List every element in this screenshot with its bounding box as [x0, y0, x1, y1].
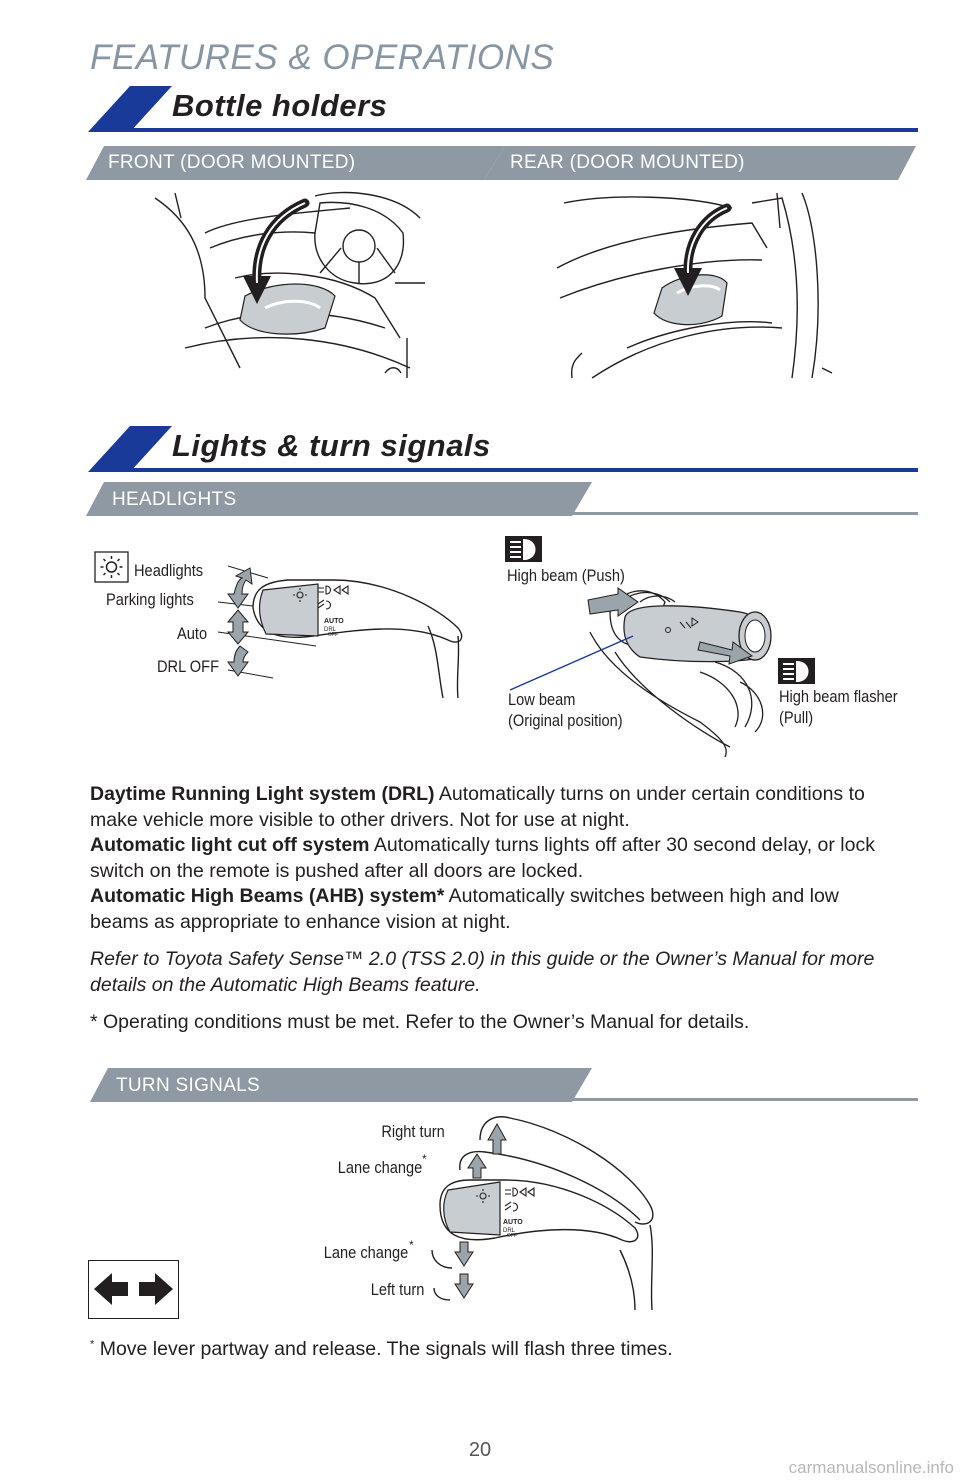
bottle-title-underline	[130, 128, 918, 132]
label-high-beam-push: High beam (Push)	[507, 566, 625, 585]
pull-arrow	[697, 641, 754, 665]
tab-turn-signals: TURN SIGNALS	[116, 1075, 261, 1096]
footnote-text: Move lever partway and release. The sign…	[94, 1338, 673, 1360]
tab-rear-bg	[484, 146, 916, 180]
turn-lever-grip	[443, 1181, 501, 1236]
lane-change-up-arrow	[467, 1153, 487, 1179]
lever-off-mark: OFF	[328, 632, 338, 638]
light-cutoff-text: Automatically turns lights off after 30 …	[90, 834, 875, 882]
label-right-turn: Right turn	[381, 1122, 445, 1141]
tab-front-bg	[86, 146, 505, 180]
light-cutoff-term: Automatic light cut off system	[90, 834, 370, 856]
ahb-term: Automatic High Beams (AHB) system*	[90, 885, 445, 907]
label-left-turn: Left turn	[370, 1280, 424, 1299]
headlight-rotation-arrows	[226, 567, 253, 677]
lights-descriptions: Daytime Running Light system (DRL) Autom…	[90, 782, 890, 1036]
bottle-holders-title: Bottle holders	[172, 88, 388, 123]
front-bottle-holder-illustration	[154, 191, 425, 378]
turn-signal-illustration: AUTO DRL OFF	[431, 1116, 654, 1310]
tss-refer-note: Refer to Toyota Safety Sense™ 2.0 (TSS 2…	[90, 948, 875, 996]
turn-signal-indicator-icon	[88, 1260, 179, 1319]
tab-rear-door-mounted: REAR (DOOR MOUNTED)	[510, 152, 745, 173]
label-low-beam: Low beam	[508, 690, 576, 709]
turn-lever-drl-mark: DRL	[503, 1228, 516, 1234]
page-number: 20	[468, 1439, 492, 1461]
footnote-asterisk: *	[90, 1338, 95, 1351]
page-heading: FEATURES & OPERATIONS	[90, 38, 555, 77]
watermark: carmanualsonline.info	[788, 1458, 954, 1477]
light-cutoff-description: Automatic light cut off system Automatic…	[90, 833, 890, 884]
drl-description: Daytime Running Light system (DRL) Autom…	[90, 782, 890, 833]
tab-turn-bg	[90, 1068, 592, 1102]
turn-signal-arrows	[454, 1122, 507, 1299]
bottle-title-accent	[88, 86, 172, 132]
drl-term: Daytime Running Light system (DRL)	[90, 783, 435, 805]
label-high-beam-flasher: High beam flasher	[779, 687, 898, 706]
lever-grip-gray	[259, 583, 319, 637]
rear-bottle-holder-illustration	[556, 192, 833, 379]
right-arrow-icon	[139, 1273, 173, 1305]
push-arrow	[587, 587, 639, 617]
lights-title-accent	[88, 426, 172, 472]
beam-lever-illustration	[505, 536, 815, 757]
label-parking-lights: Parking lights	[106, 590, 194, 609]
label-drl-off: DRL OFF	[157, 657, 220, 676]
label-lane-change-down: Lane change	[323, 1243, 408, 1262]
headlight-sun-icon	[100, 556, 123, 578]
turn-lever-auto-mark: AUTO	[503, 1219, 523, 1226]
ahb-text: Automatically switches between high and …	[90, 885, 839, 933]
lane-change-up-asterisk: *	[422, 1152, 427, 1166]
right-turn-arrow	[487, 1122, 507, 1155]
tab-turn-line	[572, 1098, 918, 1101]
label-low-beam-position: (Original position)	[508, 711, 623, 730]
label-auto: Auto	[177, 624, 208, 643]
lane-change-down-asterisk: *	[409, 1238, 414, 1252]
tab-front-door-mounted: FRONT (DOOR MOUNTED)	[108, 152, 356, 173]
lever-auto-mark: AUTO	[324, 618, 344, 625]
label-lane-change-up: Lane change	[337, 1158, 422, 1177]
drl-text: Automatically turns on under certain con…	[90, 783, 865, 831]
turn-lever-off-mark: OFF	[507, 1233, 517, 1239]
lane-change-down-arrow	[454, 1241, 474, 1267]
ahb-description: Automatic High Beams (AHB) system* Autom…	[90, 884, 890, 935]
lights-title-underline	[130, 468, 918, 472]
tab-headlights: HEADLIGHTS	[112, 489, 237, 510]
left-arrow-icon	[94, 1273, 128, 1305]
tab-headlights-bg	[86, 482, 592, 516]
label-high-beam-flasher-pull: (Pull)	[779, 708, 814, 727]
left-turn-arrow	[454, 1273, 474, 1299]
tab-headlights-line	[572, 512, 918, 515]
operating-conditions-note: * Operating conditions must be met. Refe…	[90, 1011, 750, 1033]
high-beam-push-icon-rays	[510, 538, 536, 561]
turn-signal-footnote: * Move lever partway and release. The si…	[90, 1338, 673, 1361]
headlight-switch-illustration: AUTO DRL OFF	[94, 551, 463, 698]
low-beam-pointer	[509, 635, 634, 691]
lights-turn-signals-title: Lights & turn signals	[172, 428, 491, 463]
label-headlights: Headlights	[134, 561, 204, 580]
lever-drl-mark: DRL	[324, 627, 337, 633]
